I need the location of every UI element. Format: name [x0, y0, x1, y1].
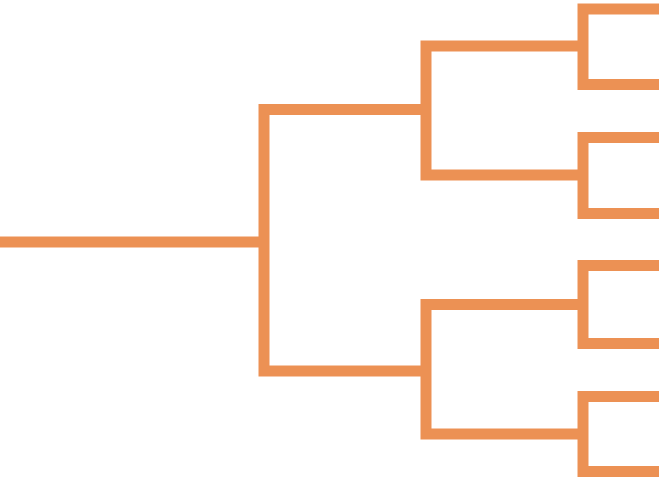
leaf-bracket-3 — [577, 260, 659, 349]
leaf-bracket-1 — [577, 3, 659, 90]
leaf-bracket-2 — [577, 132, 659, 219]
level2-upper-bracket — [420, 40, 583, 181]
leaf-bracket-4 — [577, 391, 659, 477]
level1-bracket — [258, 104, 426, 377]
level2-lower-bracket — [420, 299, 583, 440]
